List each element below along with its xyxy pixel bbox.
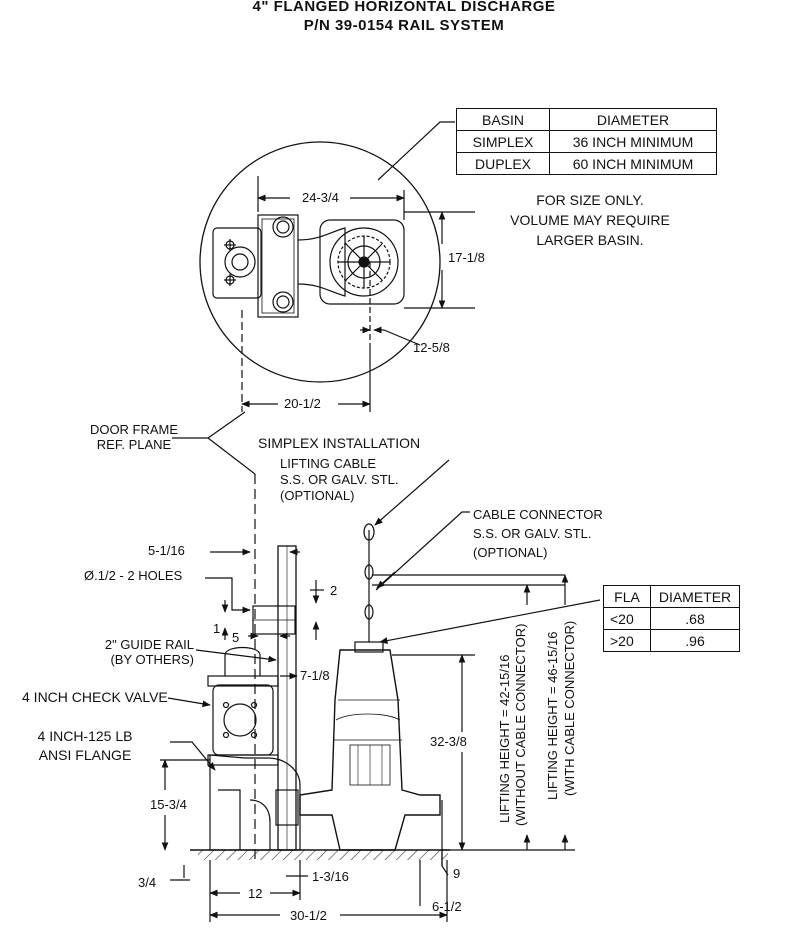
lift-height-with-line1: LIFTING HEIGHT = 46-15/16 — [545, 631, 560, 800]
door-frame-label: DOOR FRAME REF. PLANE — [84, 422, 184, 452]
dim-20-1-2: 20-1/2 — [284, 396, 321, 411]
door-frame-line: DOOR FRAME — [89, 422, 179, 437]
lift-height-without-line2: (WITHOUT CABLE CONNECTOR) — [513, 623, 528, 826]
basin-table-cell: 60 INCH MINIMUM — [549, 152, 717, 175]
basin-table-cell: 36 INCH MINIMUM — [549, 130, 717, 153]
door-frame-line: REF. PLANE — [96, 437, 172, 452]
check-valve-label: 4 INCH CHECK VALVE — [22, 689, 168, 705]
dim-9: 9 — [453, 866, 461, 881]
lifting-cable-line: S.S. OR GALV. STL. — [280, 472, 399, 487]
cable-connector-line: S.S. OR GALV. STL. — [473, 526, 592, 541]
pump-side — [299, 649, 441, 851]
basin-table-cell: DUPLEX — [456, 152, 550, 175]
check-valve — [212, 684, 274, 756]
dim-1: 1 — [213, 621, 221, 636]
basin-note-line: VOLUME MAY REQUIRE — [510, 212, 670, 228]
dim-7-1-8: 7-1/8 — [300, 668, 330, 683]
dim-1-3-16: 1-3/16 — [312, 869, 349, 884]
fla-table-cell: <20 — [603, 607, 651, 630]
flange-top — [212, 227, 262, 299]
lifting-cable-line: LIFTING CABLE — [280, 456, 377, 471]
dim-32-3-8: 32-3/8 — [430, 734, 467, 749]
dim-12-5-8: 12-5/8 — [413, 340, 450, 355]
rail-plate-top — [257, 214, 299, 318]
fla-table-cell: >20 — [603, 629, 651, 652]
simplex-installation-label: SIMPLEX INSTALLATION — [258, 435, 421, 451]
lifting-cable-line: (OPTIONAL) — [280, 488, 355, 503]
lift-height-with-line2: (WITH CABLE CONNECTOR) — [562, 620, 577, 796]
fla-table-header-diameter: DIAMETER — [650, 585, 740, 608]
lifting-cable-label: LIFTING CABLE S.S. OR GALV. STL. (OPTION… — [280, 456, 399, 504]
fla-table-cell: .68 — [650, 607, 740, 630]
ansi-flange-line: 4 INCH-125 LB — [37, 728, 133, 744]
cable-connector-line: (OPTIONAL) — [473, 545, 548, 560]
basin-table-header-diameter: DIAMETER — [549, 108, 717, 131]
dim-30-1-2: 30-1/2 — [290, 908, 327, 923]
drawing-title-line2: P/N 39-0154 RAIL SYSTEM — [303, 17, 505, 34]
dim-5-1-16: 5-1/16 — [148, 543, 185, 558]
floor-hatch — [198, 850, 448, 860]
basin-table: BASIN DIAMETER SIMPLEX 36 INCH MINIMUM D… — [456, 108, 717, 175]
fla-table-header-fla: FLA — [603, 585, 651, 608]
holes-label: Ø.1/2 - 2 HOLES — [84, 568, 183, 583]
basin-note-line: FOR SIZE ONLY. — [536, 192, 644, 208]
dim-24-3-4: 24-3/4 — [302, 190, 339, 205]
lift-height-without-line1: LIFTING HEIGHT = 42-15/16 — [497, 654, 512, 823]
dim-2: 2 — [330, 583, 338, 598]
dim-3-4: 3/4 — [138, 875, 157, 890]
ansi-flange-label: 4 INCH-125 LB ANSI FLANGE — [30, 727, 140, 765]
cable-connector-line: CABLE CONNECTOR — [473, 507, 603, 522]
basin-outline — [199, 141, 441, 383]
basin-table-header-basin: BASIN — [456, 108, 550, 131]
dim-12: 12 — [248, 886, 263, 901]
basin-note-line: LARGER BASIN. — [536, 232, 644, 248]
drawing-title-line1: 4" FLANGED HORIZONTAL DISCHARGE — [252, 0, 556, 15]
guide-rail-line: (BY OTHERS) — [110, 652, 194, 667]
guide-rail-label: 2" GUIDE RAIL (BY OTHERS) — [84, 637, 194, 667]
dim-15-3-4: 15-3/4 — [150, 797, 187, 812]
fla-table-cell: .96 — [650, 629, 740, 652]
dim-17-1-8: 17-1/8 — [448, 250, 485, 265]
guide-rail-line: 2" GUIDE RAIL — [104, 637, 194, 652]
discharge-elbow — [209, 754, 301, 851]
ansi-flange-line: ANSI FLANGE — [38, 747, 132, 763]
cable-connector-label: CABLE CONNECTOR S.S. OR GALV. STL. (OPTI… — [473, 505, 603, 562]
dim-6-1-2: 6-1/2 — [432, 899, 462, 914]
fla-table: FLA DIAMETER <20 .68 >20 .96 — [603, 585, 740, 652]
dim-5: 5 — [232, 630, 240, 645]
pump-top — [319, 219, 405, 305]
basin-note: FOR SIZE ONLY. VOLUME MAY REQUIRE LARGER… — [500, 190, 680, 250]
basin-table-cell: SIMPLEX — [456, 130, 550, 153]
